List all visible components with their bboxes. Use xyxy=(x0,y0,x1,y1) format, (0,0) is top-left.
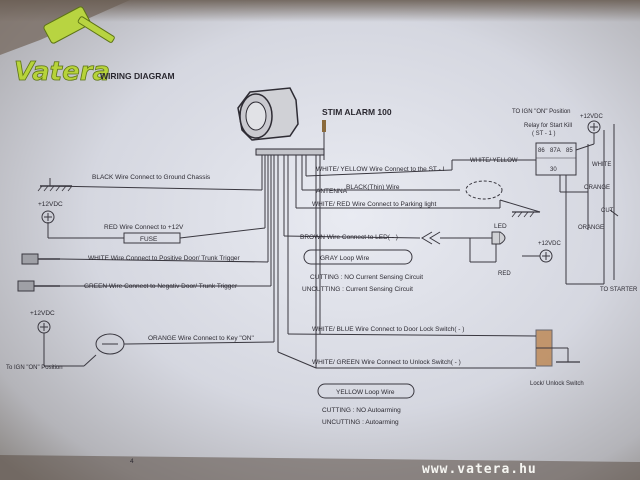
ground-icon xyxy=(37,185,73,192)
plus12-label-d: +12VDC xyxy=(538,241,562,247)
ign-on-top-label: TO IGN "ON" Position xyxy=(512,109,571,115)
red-led-label: RED xyxy=(498,271,511,277)
orange-wire-label: ORANGE Wire Connect to Key "ON" xyxy=(148,335,254,342)
brown-wire-label: BROWN Wire Connect to LED( - ) xyxy=(300,234,398,241)
plus12-terminal-d xyxy=(522,249,553,263)
wire-harness xyxy=(261,155,321,368)
white-green-wire xyxy=(277,351,536,369)
desk-bottom-edge xyxy=(0,455,640,480)
pin-30-label: 30 xyxy=(550,167,557,173)
trigger-connector-icon xyxy=(21,253,39,265)
green-wire-label: GREEN Wire Connect to Negativ Door/ Trun… xyxy=(84,283,238,290)
vatera-logo: Vatera xyxy=(14,6,115,87)
cutting-yellow-label: CUTTING : NO Autoarming xyxy=(322,407,401,414)
arrow-left-icon xyxy=(421,231,433,245)
black-wire-label: BLACK Wire Connect to Ground Chassis xyxy=(92,174,211,181)
fuse-label: FUSE xyxy=(140,236,158,243)
white-green-label: WHITE/ GREEN Wire Connect to Unlock Swit… xyxy=(312,359,461,366)
plus12-terminal-c xyxy=(587,120,601,144)
antenna-loop-icon xyxy=(465,180,503,200)
ground-wire xyxy=(37,178,263,192)
product-name: STIM ALARM 100 xyxy=(322,107,392,117)
watermark-url: www.vatera.hu xyxy=(422,462,537,477)
red-wire-label: RED Wire Connect to +12V xyxy=(104,224,184,231)
uncutting-yellow-label: UNCUTTING : Autoarming xyxy=(322,419,399,426)
cut-label: CUT xyxy=(601,208,614,214)
relay-sub: ( ST - 1 ) xyxy=(532,131,556,137)
plus12-label-b: +12VDC xyxy=(30,310,55,317)
logo-text: Vatera xyxy=(14,57,110,87)
pin-85-label: 85 xyxy=(566,148,573,154)
red-wire xyxy=(47,222,266,244)
white-blue-label: WHITE/ BLUE Wire Connect to Door Lock Sw… xyxy=(312,326,464,333)
orange-wire xyxy=(37,320,275,367)
white-red-wire xyxy=(296,199,541,218)
plus12-label-c: +12VDC xyxy=(580,114,604,120)
paper-top-shade xyxy=(0,0,640,22)
lock-unlock-label: Lock/ Unlock Switch xyxy=(530,381,584,387)
yellow-loop-label: YELLOW Loop Wire xyxy=(336,389,395,396)
yellow-loop-wire xyxy=(317,383,415,399)
white-blue-wire xyxy=(287,333,537,337)
white-yellow-short-label: WHITE/ YELLOW xyxy=(470,158,518,164)
relay-wires xyxy=(559,124,619,285)
orange-label-1: ORANGE xyxy=(584,185,610,191)
trigger-connector-icon-2 xyxy=(17,280,35,292)
siren-icon xyxy=(237,87,299,141)
white-yellow-label: WHITE/ YELLOW Wire Connect to the ST - I xyxy=(316,166,445,173)
gray-loop-wire xyxy=(303,249,413,265)
gray-loop-label: GRAY Loop Wire xyxy=(320,255,370,262)
brown-wire xyxy=(283,231,506,263)
connector-block xyxy=(255,148,325,156)
white-yellow-wire xyxy=(305,159,536,177)
diagram-heading: WIRING DIAGRAM xyxy=(100,71,175,81)
lock-unlock-switch-icon xyxy=(535,329,580,367)
relay-title: Relay for Start Kill xyxy=(524,123,572,129)
gavel-icon xyxy=(43,6,115,44)
pin-87a-label: 87A xyxy=(550,148,561,154)
plus12-terminal-a xyxy=(41,210,55,224)
page-number: 4 xyxy=(130,458,134,465)
plus12-label-a: +12VDC xyxy=(38,201,63,208)
white-wire-label: WHITE Wire Connect to Positive Door/ Tru… xyxy=(88,255,241,262)
cutting-gray-label: CUTTING : NO Current Sensing Circuit xyxy=(310,274,423,281)
cut-mark xyxy=(609,209,619,217)
ign-on-label: To IGN "ON" Position xyxy=(6,365,63,371)
ground-icon-2 xyxy=(511,211,540,218)
white-label: WHITE xyxy=(592,162,611,168)
antenna-label: ANTENNA xyxy=(316,188,348,195)
black-thin-label: BLACK(Thin) Wire xyxy=(346,184,400,191)
pin-86-label: 86 xyxy=(538,148,545,154)
white-red-label: WHITE/ RED Wire Connect to Parking light xyxy=(312,201,436,208)
orange-label-2: ORANGE xyxy=(578,225,604,231)
antenna-wire xyxy=(302,180,503,200)
to-starter-label: TO STARTER xyxy=(600,287,638,293)
led-label: LED xyxy=(494,223,507,230)
led-icon xyxy=(491,231,506,245)
uncutting-gray-label: UNCUTTING : Current Sensing Circuit xyxy=(302,286,413,293)
green-wire xyxy=(17,280,271,292)
relay-box xyxy=(535,142,577,176)
white-wire xyxy=(21,253,269,265)
